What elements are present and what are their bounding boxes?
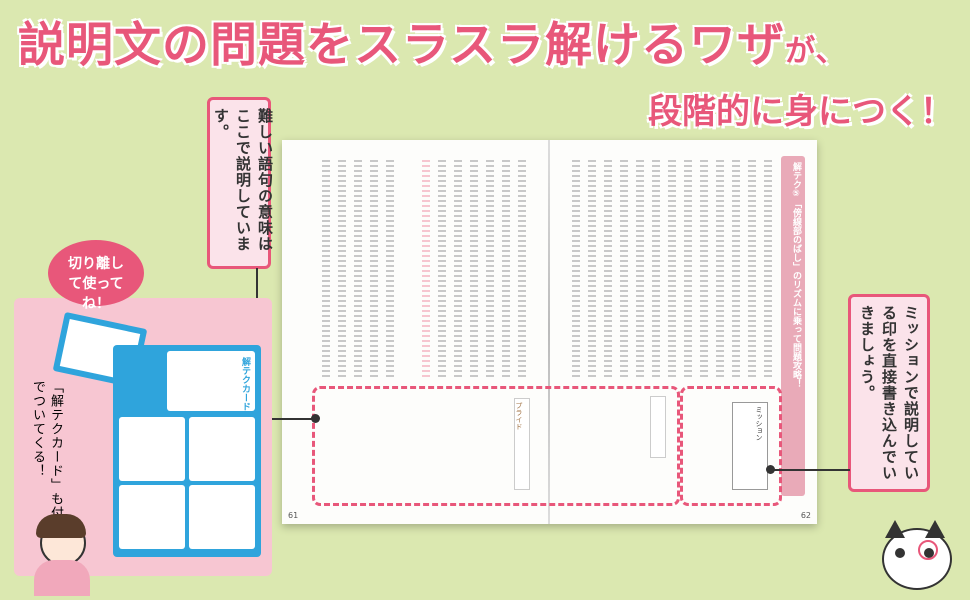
headline-main: 説明文の問題をスラスラ解けるワザ: [18, 18, 786, 73]
page-number-left: 61: [288, 511, 299, 520]
card-cell: [119, 417, 185, 481]
text-column: [620, 160, 628, 380]
text-column: [322, 160, 330, 380]
text-column: [422, 160, 430, 380]
text-column: [486, 160, 494, 380]
cat-ear-icon: [885, 520, 905, 538]
step-tab: [781, 156, 805, 496]
text-column: [454, 160, 462, 380]
text-column: [354, 160, 362, 380]
text-column: [370, 160, 378, 380]
text-column: [338, 160, 346, 380]
card-cell: [189, 417, 255, 481]
glossary-callout: 難しい語句の意味はここで説明しています。: [207, 97, 274, 269]
appendix-text: 「解テクカード」も付録でついてくる！: [28, 380, 98, 580]
text-column: [518, 160, 526, 380]
text-column: [700, 160, 708, 380]
step-title: 解テク⑤「傍線部のばし」のリズムに乗って問題攻略！: [791, 162, 801, 388]
book-spread: 解テク⑤「傍線部のばし」のリズムに乗って問題攻略！ プライド ミッション 61 …: [282, 140, 817, 524]
headline: 説明文の問題をスラスラ解けるワザが、: [18, 6, 958, 75]
note-card: [650, 396, 666, 458]
headline-sub: 段階的に身につく！: [648, 92, 954, 132]
mission-callout-text: ミッションで説明している印を直接書き込んでいきましょう。: [858, 305, 920, 481]
cutout-bubble-text: 切り離して使ってね！: [68, 256, 124, 312]
cutout-bubble: 切り離して使ってね！: [48, 240, 144, 312]
text-column: [748, 160, 756, 380]
girl-hair: [36, 514, 86, 538]
proud-note: [514, 398, 530, 490]
book-spine: [548, 140, 550, 524]
card-cell: [189, 485, 255, 549]
card-sheet: 解テクカード: [113, 345, 261, 557]
text-column: [572, 160, 580, 380]
headline-suffix: が、: [785, 34, 847, 69]
text-column: [732, 160, 740, 380]
text-column: [604, 160, 612, 380]
glossary-callout-text: 難しい語句の意味はここで説明しています。: [212, 108, 274, 252]
text-column: [636, 160, 644, 380]
connector-line: [256, 418, 312, 420]
mission-box: [680, 386, 782, 506]
cat-eye-icon: [895, 548, 905, 558]
appendix-text-content: 「解テクカード」も付録でついてくる！: [30, 380, 63, 534]
text-column: [764, 160, 772, 380]
text-column: [502, 160, 510, 380]
glossary-box: [312, 386, 680, 506]
text-column: [438, 160, 446, 380]
girl-body: [34, 560, 90, 596]
text-column: [652, 160, 660, 380]
cat-glasses-icon: [918, 540, 938, 560]
proud-label: プライド: [515, 402, 523, 430]
cat-icon: [882, 528, 952, 590]
card-cover: [167, 351, 255, 411]
text-column: [470, 160, 478, 380]
text-column: [716, 160, 724, 380]
text-column: [588, 160, 596, 380]
text-column: [386, 160, 394, 380]
text-column: [668, 160, 676, 380]
card-cell: [119, 485, 185, 549]
card-sheet-title: 解テクカード: [240, 357, 250, 411]
mission-label: ミッション: [755, 406, 763, 441]
connector-dot: [311, 414, 320, 423]
page-number-right: 62: [800, 511, 811, 520]
connector-dot: [766, 465, 775, 474]
cat-ear-icon: [925, 520, 945, 538]
mission-callout: ミッションで説明している印を直接書き込んでいきましょう。: [848, 294, 930, 492]
mission-card: [732, 402, 768, 490]
connector-line: [772, 469, 850, 471]
text-column: [684, 160, 692, 380]
